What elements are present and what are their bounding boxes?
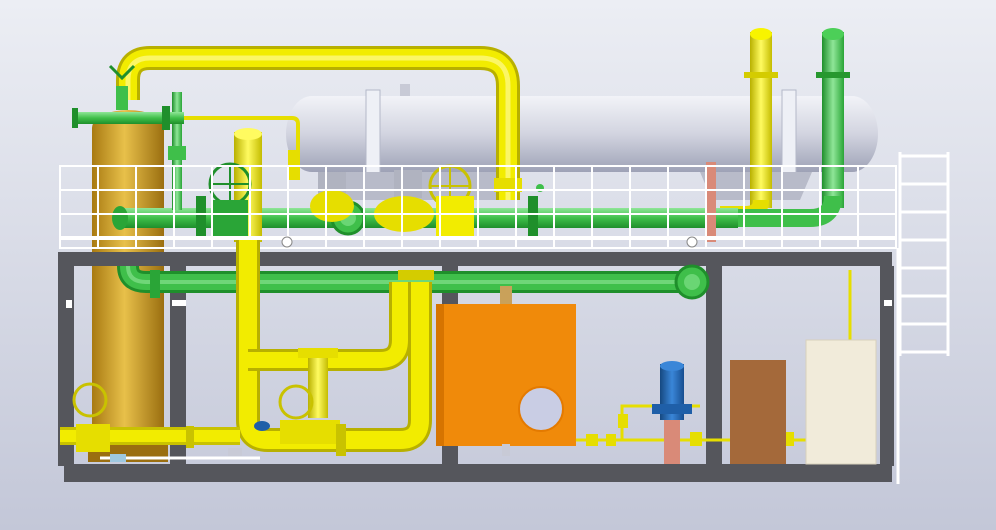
yellow-thin-line bbox=[182, 116, 300, 170]
railing-posts bbox=[59, 166, 897, 248]
green-lower-header bbox=[117, 264, 710, 300]
rail-bolt-right bbox=[686, 236, 698, 248]
orange-tank bbox=[436, 286, 576, 456]
centrifugal-pump bbox=[652, 361, 692, 464]
control-cabinet-cream bbox=[805, 339, 877, 465]
manway bbox=[518, 386, 564, 432]
control-cabinet-brown bbox=[730, 360, 786, 464]
access-ladder bbox=[898, 152, 950, 356]
drain-line bbox=[100, 448, 260, 462]
valve-cluster-upper bbox=[208, 128, 716, 242]
yellow-lower-fittings bbox=[72, 270, 434, 456]
rail-bolt-left bbox=[281, 236, 293, 248]
green-top-valve-assembly bbox=[72, 64, 186, 210]
